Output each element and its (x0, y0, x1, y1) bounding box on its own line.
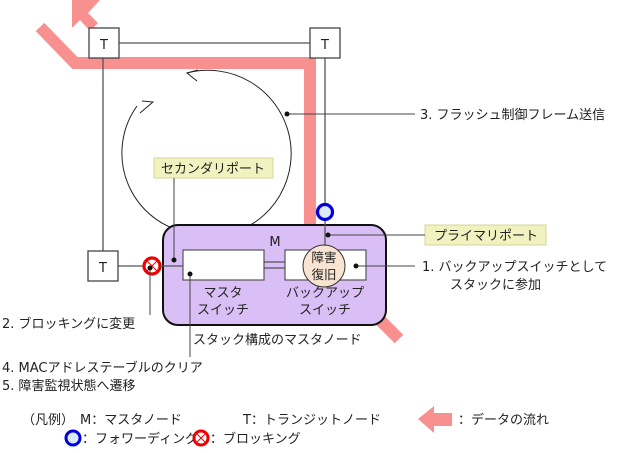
backup-switch-label-2: スイッチ (299, 303, 351, 318)
legend-data-flow: ：データの流れ (458, 412, 549, 428)
legend-forwarding: ：フォワーディング (82, 431, 198, 447)
annotation-step4: 4. MACアドレステーブルのクリア (2, 360, 203, 376)
svg-text:障害: 障害 (311, 250, 336, 265)
ring-rotation-arrow-icon (121, 69, 292, 235)
legend-transit-node: T：トランジットノード (242, 413, 381, 428)
annotation-step1-line2: スタックに参加 (450, 277, 541, 293)
transit-node-left[interactable]: T (87, 250, 119, 282)
legend-blocking-icon (192, 429, 210, 447)
annotation-step1-line1: 1. バックアップスイッチとして (422, 260, 607, 275)
secondary-port-label-bg (153, 157, 274, 179)
svg-text:T: T (99, 38, 108, 53)
legend-forwarding-icon (64, 429, 82, 447)
recovery-badge: 障害 復旧 (302, 244, 346, 288)
data-flow-arrowhead (72, 0, 100, 31)
legend-prefix: （凡例） (22, 413, 74, 428)
svg-text:T: T (320, 38, 329, 53)
annotation-step5: 5. 障害監視状態へ遷移 (2, 378, 136, 394)
primary-port-label: プライマリポート (434, 229, 538, 244)
transit-node-top-left[interactable]: T (88, 27, 120, 59)
svg-text:復旧: 復旧 (311, 267, 336, 282)
master-switch-label-2: スイッチ (197, 303, 249, 318)
legend: （凡例） M：マスタノード T：トランジットノード ：データの流れ ：フォワーデ… (22, 406, 549, 447)
annotation-step3: 3. フラッシュ制御フレーム送信 (420, 108, 605, 123)
legend-blocking: ：ブロッキング (210, 431, 301, 447)
ring-links (102, 42, 326, 267)
legend-master-node: M：マスタノード (80, 413, 182, 428)
annotation-step2: 2. ブロッキングに変更 (2, 316, 135, 332)
transit-node-top-right[interactable]: T (309, 27, 341, 59)
legend-data-flow-icon (418, 406, 452, 433)
stack-master-label: スタック構成のマスタノード (193, 333, 362, 348)
svg-text:T: T (98, 261, 107, 276)
secondary-port-label: セカンダリポート (161, 162, 265, 177)
backup-switch-label-1: バックアップ (286, 286, 364, 301)
master-node-label: M (269, 235, 280, 250)
master-switch-label-1: マスタ (203, 286, 242, 301)
master-switch[interactable] (182, 249, 265, 281)
forwarding-port-icon[interactable] (315, 202, 335, 222)
blocking-port-icon[interactable] (142, 256, 162, 276)
